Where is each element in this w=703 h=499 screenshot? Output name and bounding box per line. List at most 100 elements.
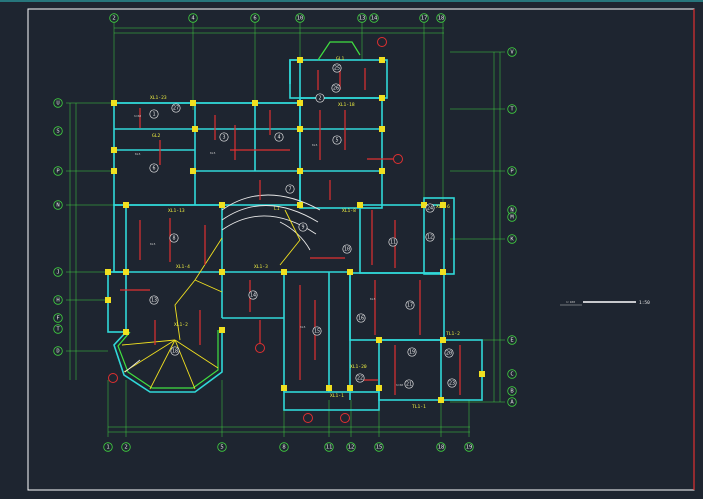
left-axis-label: D bbox=[56, 348, 59, 354]
room-number-14: 14 bbox=[248, 290, 258, 300]
column-8 bbox=[190, 168, 196, 174]
bottom-axis-0: 1 bbox=[103, 442, 113, 452]
room-number-23: 23 bbox=[447, 378, 457, 388]
svg-text:XL1-2: XL1-2 bbox=[174, 322, 188, 328]
bottom-axis-label: 12 bbox=[348, 444, 355, 450]
top-axis-label: 14 bbox=[371, 15, 378, 21]
dimension-lines bbox=[66, 22, 505, 437]
room-number-26: 26 bbox=[331, 83, 341, 93]
bottom-axis-label: 8 bbox=[282, 444, 285, 450]
svg-text:h=60: h=60 bbox=[396, 383, 403, 387]
bottom-axis-1: 2 bbox=[121, 442, 131, 452]
room-number-12: 12 bbox=[425, 232, 435, 242]
left-axis-label: J bbox=[56, 269, 59, 275]
room-number-label: 10 bbox=[344, 246, 350, 252]
right-axis-label: E bbox=[510, 337, 513, 343]
right-axis-2: P bbox=[507, 166, 517, 176]
column-22 bbox=[105, 269, 111, 275]
walls bbox=[107, 41, 483, 411]
top-axis-7: 18 bbox=[436, 13, 446, 23]
room-number-label: 25 bbox=[334, 65, 340, 71]
room-number-21: 21 bbox=[404, 379, 414, 389]
bottom-axis-2: 5 bbox=[217, 442, 227, 452]
top-axis-label: 6 bbox=[253, 15, 256, 21]
scale-bar: 1:100 1:50 bbox=[560, 300, 650, 306]
column-2 bbox=[252, 100, 258, 106]
bottom-axis-7: 18 bbox=[436, 442, 446, 452]
section-markers bbox=[108, 37, 403, 423]
column-34 bbox=[297, 126, 303, 132]
bottom-axis-5: 12 bbox=[346, 442, 356, 452]
room-number-20: 20 bbox=[444, 348, 454, 358]
column-30 bbox=[440, 337, 446, 343]
room-number-label: 2 bbox=[318, 95, 321, 101]
top-axis-label: 13 bbox=[359, 15, 366, 21]
svg-text:KL5: KL5 bbox=[300, 325, 306, 329]
bottom-axis-label: 1 bbox=[106, 444, 109, 450]
bottom-axis-label: 18 bbox=[438, 444, 445, 450]
bottom-axis-label: 15 bbox=[376, 444, 383, 450]
top-axis-1: 4 bbox=[188, 13, 198, 23]
svg-text:XL1-4: XL1-4 bbox=[176, 264, 190, 270]
svg-text:KL5: KL5 bbox=[312, 143, 318, 147]
left-axis-5: H bbox=[53, 295, 63, 305]
bottom-axis-label: 19 bbox=[466, 444, 473, 450]
bottom-axis-label: 2 bbox=[124, 444, 127, 450]
column-15 bbox=[421, 202, 427, 208]
room-number-8: 8 bbox=[169, 233, 179, 243]
column-27 bbox=[326, 385, 332, 391]
top-axis-label: 18 bbox=[438, 15, 445, 21]
column-11 bbox=[123, 202, 129, 208]
room-number-label: 6 bbox=[152, 165, 155, 171]
room-number-5: 5 bbox=[332, 135, 342, 145]
right-axis-label: T bbox=[510, 106, 514, 112]
right-axis-label: N bbox=[510, 207, 513, 213]
bottom-axis-label: 5 bbox=[220, 444, 223, 450]
room-number-9: 9 bbox=[298, 222, 308, 232]
column-33 bbox=[376, 337, 382, 343]
left-axis-label: T bbox=[56, 326, 60, 332]
left-axis-7: T bbox=[53, 324, 63, 334]
column-7 bbox=[111, 168, 117, 174]
room-number-18: 18 bbox=[170, 346, 180, 356]
left-axis-4: J bbox=[53, 267, 63, 277]
room-number-label: 3 bbox=[222, 134, 225, 140]
svg-text:KL5: KL5 bbox=[370, 297, 376, 301]
left-axis-label: U bbox=[56, 100, 59, 106]
room-number-label: 20 bbox=[446, 350, 452, 356]
svg-text:XL1-23: XL1-23 bbox=[150, 95, 167, 101]
right-axis-4: M bbox=[507, 212, 517, 222]
room-number-label: 7 bbox=[288, 186, 291, 192]
right-axis-5: K bbox=[507, 234, 517, 244]
room-number-13: 13 bbox=[149, 295, 159, 305]
right-axis-label: P bbox=[510, 168, 514, 174]
left-axis-label: P bbox=[56, 168, 60, 174]
top-axis-6: 17 bbox=[419, 13, 429, 23]
svg-text:XL1-1: XL1-1 bbox=[330, 393, 344, 399]
column-10 bbox=[379, 168, 385, 174]
left-axis-8: D bbox=[53, 346, 63, 356]
column-23 bbox=[105, 297, 111, 303]
column-13 bbox=[297, 202, 303, 208]
right-axis-1: T bbox=[507, 104, 517, 114]
column-24 bbox=[123, 329, 129, 335]
left-axis-6: F bbox=[53, 313, 63, 323]
room-number-label: 1 bbox=[152, 111, 155, 117]
column-1 bbox=[190, 100, 196, 106]
room-number-label: 11 bbox=[390, 239, 396, 245]
column-25 bbox=[219, 327, 225, 333]
room-number-6: 6 bbox=[149, 163, 159, 173]
left-axis-label: F bbox=[56, 315, 59, 321]
scale-label: 1:50 bbox=[639, 300, 650, 306]
room-number-19: 19 bbox=[407, 347, 417, 357]
column-17 bbox=[123, 269, 129, 275]
right-axis-8: B bbox=[507, 386, 517, 396]
left-axis-2: P bbox=[53, 166, 63, 176]
column-37 bbox=[111, 147, 117, 153]
room-number-label: 19 bbox=[409, 349, 415, 355]
left-axis-0: U bbox=[53, 98, 63, 108]
room-number-24: 24 bbox=[425, 203, 435, 213]
column-14 bbox=[357, 202, 363, 208]
svg-text:XL1-13: XL1-13 bbox=[168, 208, 185, 214]
left-axis-1: S bbox=[53, 126, 63, 136]
